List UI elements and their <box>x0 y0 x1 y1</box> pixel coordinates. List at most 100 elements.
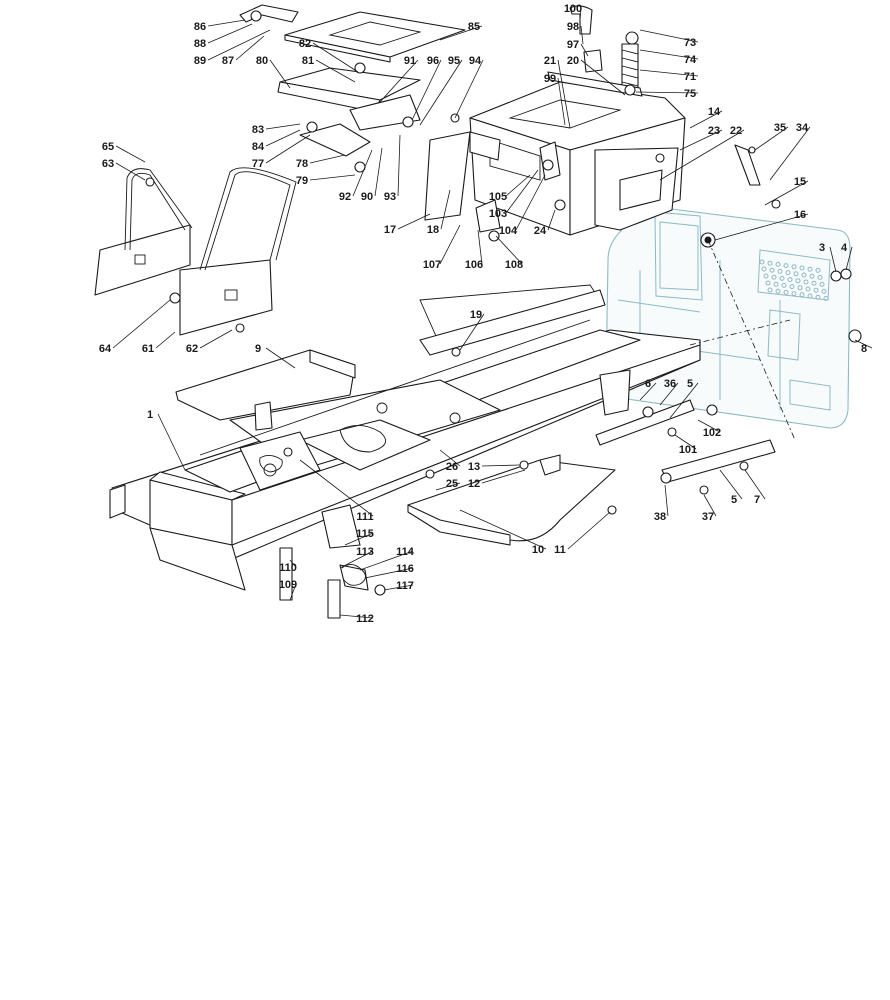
callout-number: 107 <box>423 259 441 271</box>
callout-number: 99 <box>544 73 556 85</box>
callout-number: 116 <box>396 563 414 575</box>
callout-number: 15 <box>794 176 806 188</box>
callout-number: 95 <box>448 55 460 67</box>
callout-number: 14 <box>708 106 721 118</box>
leader-line <box>359 550 414 571</box>
footrest-plate <box>175 349 356 431</box>
callout-number: 100 <box>564 3 582 15</box>
callout-number: 16 <box>794 209 806 221</box>
grille-hole <box>791 291 797 297</box>
leader-line <box>557 59 571 129</box>
leader-line <box>459 509 547 550</box>
leader-line <box>315 59 356 83</box>
leader-line <box>207 19 246 27</box>
callout-number: 19 <box>470 309 482 321</box>
leader-line <box>269 59 291 89</box>
callout-number: 25 <box>446 478 458 490</box>
leader-line <box>639 49 699 60</box>
footrest-pan <box>407 454 616 546</box>
leader-line <box>265 134 311 164</box>
callout-number: 108 <box>505 259 523 271</box>
callout-number: 117 <box>396 580 414 592</box>
grille-hole <box>797 285 803 291</box>
callout-number: 91 <box>404 55 416 67</box>
callout-number: 24 <box>534 225 547 237</box>
leader-line <box>635 91 699 94</box>
callout-number: 36 <box>664 378 676 390</box>
callout-number: 83 <box>252 124 264 136</box>
leader-lines <box>112 7 873 619</box>
callout-number: 112 <box>356 613 374 625</box>
leader-line <box>352 149 373 197</box>
side-pillar <box>424 131 501 221</box>
grille-hole <box>809 273 815 279</box>
leader-line <box>547 209 556 231</box>
leader-line <box>481 464 521 467</box>
leader-line <box>481 469 526 484</box>
leader-line <box>265 123 301 130</box>
callout-number: 18 <box>427 224 439 236</box>
leader-line <box>199 329 233 349</box>
callout-number: 110 <box>279 562 297 574</box>
callout-number: 65 <box>102 141 114 153</box>
grille-hole <box>811 280 817 286</box>
callout-number: 79 <box>296 175 308 187</box>
dash-bracket <box>594 147 679 231</box>
grille-hole <box>823 295 829 301</box>
leader-line <box>439 449 461 467</box>
callout-number: 38 <box>654 511 666 523</box>
grille-hole <box>763 273 769 279</box>
leader-line <box>309 174 356 181</box>
leader-line <box>557 77 566 126</box>
leader-line <box>155 331 176 349</box>
callout-number: 86 <box>194 21 206 33</box>
leader-line <box>689 110 723 129</box>
grille-hole <box>773 281 779 287</box>
callout-number: 61 <box>142 343 154 355</box>
leader-line <box>157 413 186 471</box>
leader-line <box>719 469 743 500</box>
leader-line <box>339 614 374 619</box>
callout-number: 106 <box>465 259 483 271</box>
callout-number: 6 <box>645 378 651 390</box>
leader-line <box>411 59 442 121</box>
leader-line <box>265 129 301 147</box>
callout-number: 74 <box>684 54 697 66</box>
leader-line <box>580 25 584 45</box>
leader-line <box>505 174 531 197</box>
grille-hole <box>767 260 773 266</box>
callout-number: 109 <box>279 579 297 591</box>
grille-hole <box>815 294 821 300</box>
callout-number: 4 <box>841 242 848 254</box>
leader-line <box>440 189 451 230</box>
callout-number: 113 <box>356 546 374 558</box>
callout-number: 102 <box>703 427 721 439</box>
grille-hole <box>779 275 785 281</box>
leader-line <box>299 459 374 517</box>
callout-number: 5 <box>687 378 693 390</box>
grille-hole <box>803 279 809 285</box>
callout-number: 13 <box>468 461 480 473</box>
callout-number: 111 <box>356 511 373 523</box>
seat-bracket <box>277 67 421 131</box>
leader-line <box>312 42 359 73</box>
grille-hole <box>819 281 825 287</box>
leader-line <box>754 126 789 151</box>
callout-number: 63 <box>102 158 114 170</box>
grille-hole <box>771 274 777 280</box>
leader-line <box>115 145 146 163</box>
leader-line <box>567 511 611 550</box>
grille-hole <box>805 286 811 292</box>
callout-number: 35 <box>774 122 786 134</box>
callout-number: 62 <box>186 343 198 355</box>
callout-number: 93 <box>384 191 396 203</box>
grille-hole <box>807 293 813 299</box>
callout-number: 82 <box>299 38 311 50</box>
callout-number: 85 <box>468 21 480 33</box>
leader-line <box>639 29 699 43</box>
callout-number: 22 <box>730 125 742 137</box>
leader-line <box>639 382 657 401</box>
callout-number: 5 <box>731 494 737 506</box>
grille-hole <box>767 287 773 293</box>
callout-number: 96 <box>427 55 439 67</box>
